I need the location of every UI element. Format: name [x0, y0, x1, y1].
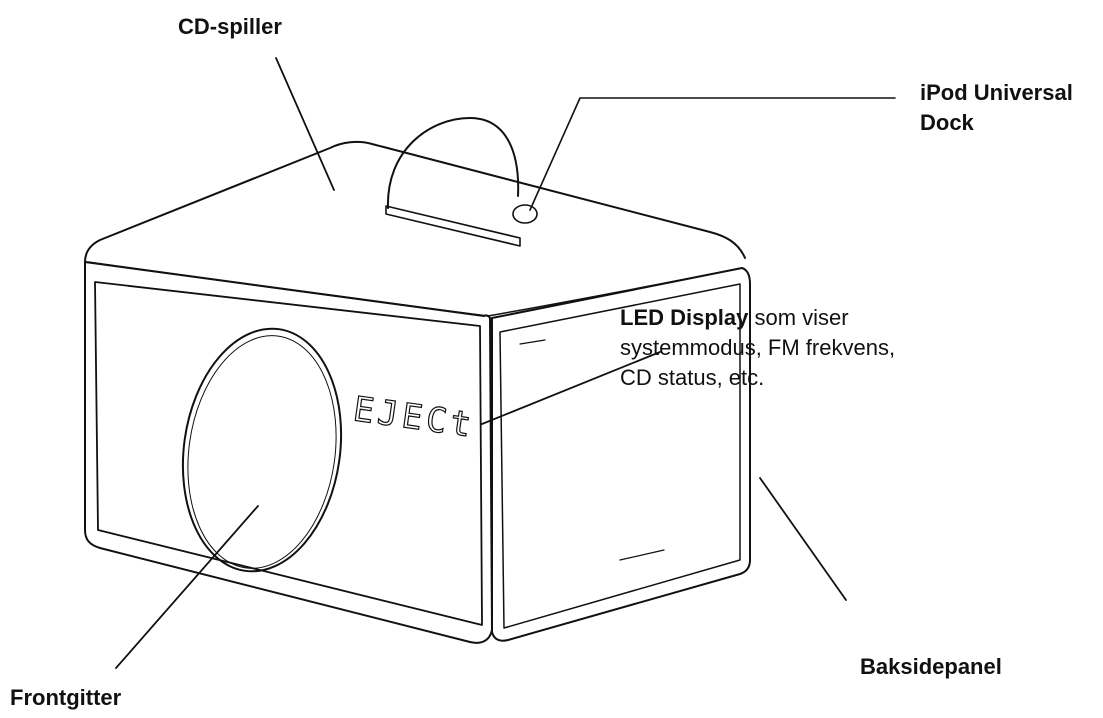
side-highlight-top — [519, 339, 546, 345]
device-front-face — [84, 261, 493, 644]
led-display-label-line1: LED Display som viser — [620, 303, 895, 333]
ipod-dock — [512, 204, 538, 224]
leader-front — [115, 505, 259, 669]
leader-cd — [275, 57, 335, 191]
front-grille-circle — [181, 327, 343, 573]
ipod-dock-label-line1: iPod Universal — [920, 80, 1073, 105]
back-panel-label: Baksidepanel — [860, 654, 1002, 679]
cd-slot — [385, 205, 521, 247]
led-display-label-line2: systemmodus, FM frekvens, — [620, 335, 896, 360]
side-panel-frame — [499, 283, 741, 629]
leader-led — [481, 351, 661, 425]
side-highlight-bottom — [619, 549, 665, 561]
device-side-face — [491, 267, 751, 642]
leader-ipod — [529, 97, 896, 211]
device-top-surface — [84, 140, 746, 263]
led-display-line1-rest: som viser — [748, 305, 849, 330]
led-display-label: LED Display som viser systemmodus, FM fr… — [620, 303, 895, 393]
ipod-dock-label: iPod Universal Dock — [920, 78, 1073, 138]
leader-back — [759, 477, 847, 601]
led-display-label-line3: CD status, etc. — [620, 365, 765, 390]
front-grille-label: Frontgitter — [10, 685, 122, 710]
ipod-dock-label-line2: Dock — [920, 110, 974, 135]
led-display-title: LED Display — [620, 305, 749, 330]
front-grille-inner — [187, 335, 337, 569]
cd-player-label: CD-spiller — [178, 14, 282, 39]
led-display-text: EJECt — [351, 389, 478, 446]
front-panel-frame — [94, 281, 483, 626]
cd-disc — [386, 117, 520, 209]
